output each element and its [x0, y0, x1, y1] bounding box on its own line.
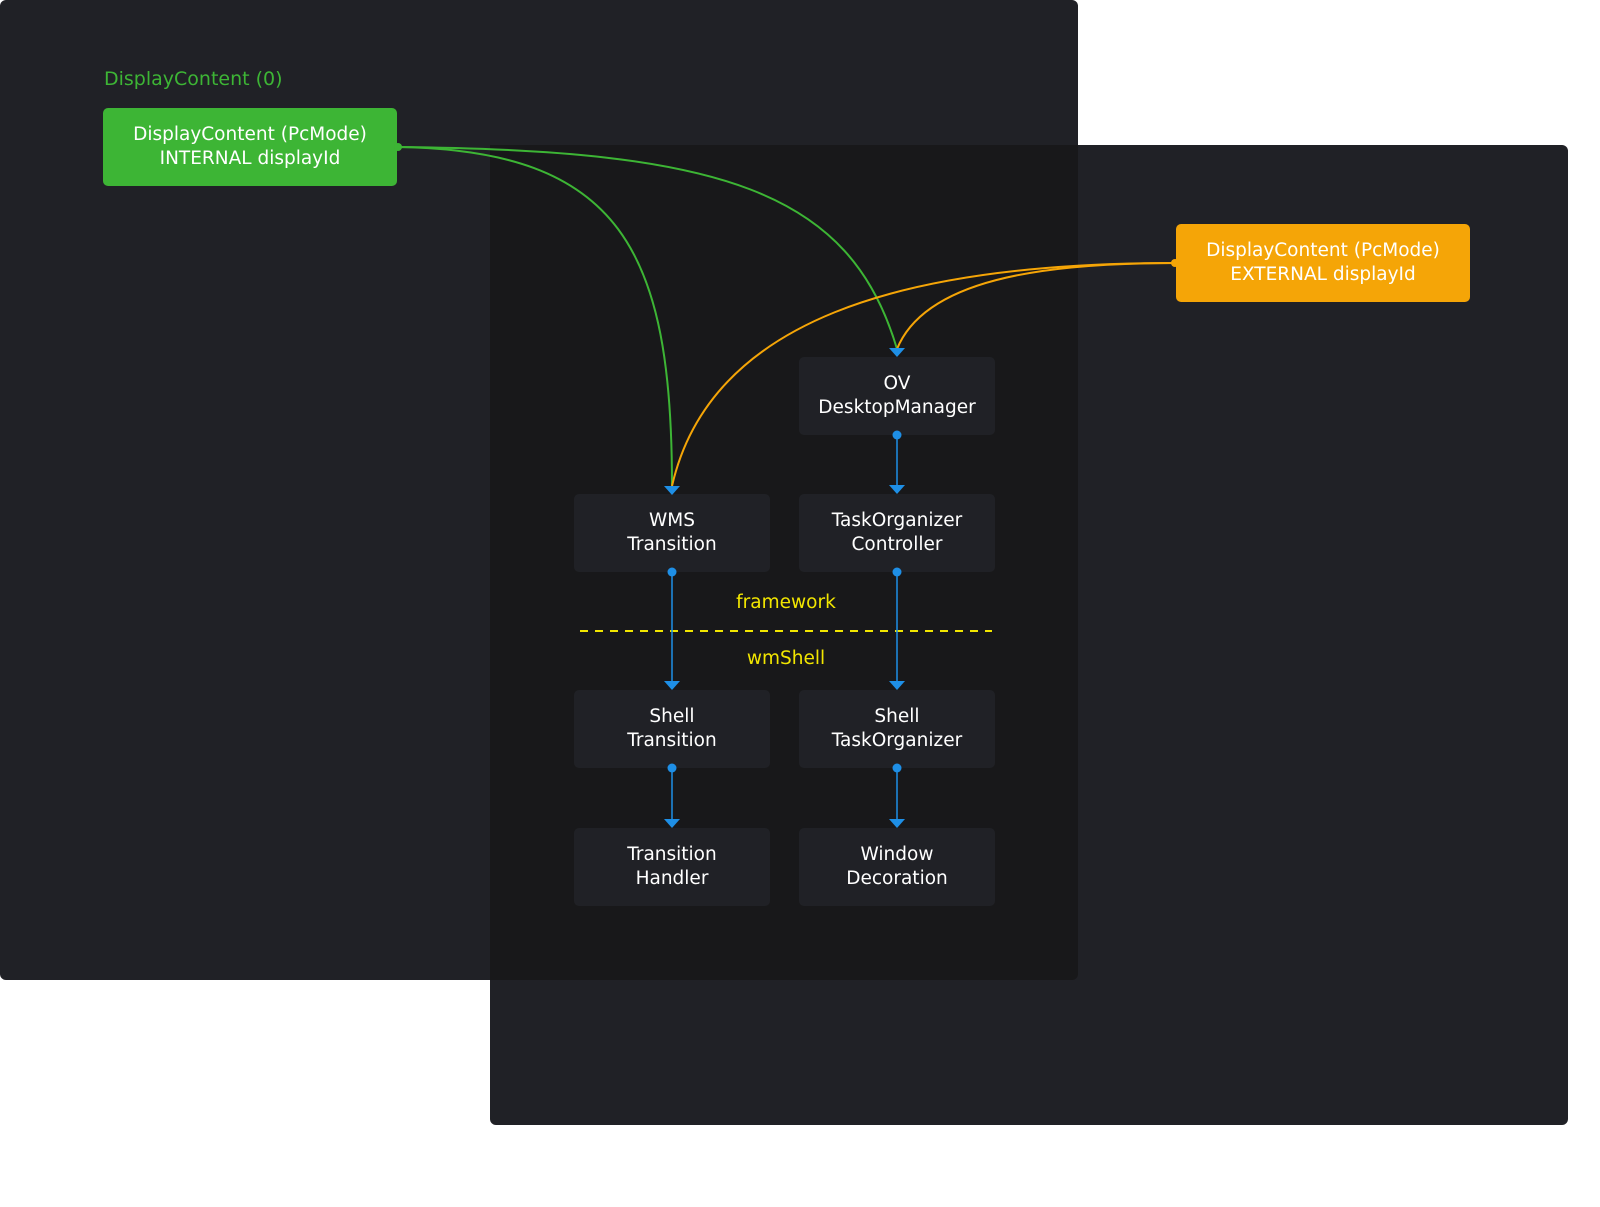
task-organizer-controller-node[interactable]: TaskOrganizer Controller	[799, 494, 995, 572]
wms-transition-node[interactable]: WMS Transition	[574, 494, 770, 572]
framework-layer-label: framework	[736, 592, 836, 613]
shell-task-organizer-node[interactable]: Shell TaskOrganizer	[799, 690, 995, 768]
edge-external-to-ov-desktop-manager	[896, 262, 1177, 350]
wmshell-layer-label: wmShell	[746, 648, 826, 669]
arrowhead-ov-desktop-manager	[889, 348, 905, 357]
internal-display-node[interactable]: DisplayContent (PcMode) INTERNAL display…	[103, 108, 397, 186]
edge-controller-to-shell-task-organizer	[889, 567, 905, 690]
edge-wms-to-shell-transition	[664, 567, 680, 690]
shell-transition-node[interactable]: Shell Transition	[574, 690, 770, 768]
transition-handler-node[interactable]: Transition Handler	[574, 828, 770, 906]
edge-shell-transition-to-transition-handler	[664, 763, 680, 828]
external-display-port	[1171, 259, 1179, 267]
edge-internal-to-wms-transition	[396, 146, 673, 487]
external-display-node[interactable]: DisplayContent (PcMode) EXTERNAL display…	[1176, 224, 1470, 302]
edge-ov-to-task-organizer-controller	[889, 430, 905, 494]
edge-external-to-wms-transition	[671, 262, 1177, 487]
edge-shell-task-organizer-to-window-decoration	[889, 763, 905, 828]
arrowhead-wms-transition	[664, 486, 680, 495]
internal-display-port	[394, 143, 402, 151]
ov-desktop-manager-node[interactable]: OV DesktopManager	[799, 357, 995, 435]
edge-internal-to-ov-desktop-manager	[396, 146, 898, 350]
window-decoration-node[interactable]: Window Decoration	[799, 828, 995, 906]
diagram-title: DisplayContent (0)	[104, 68, 283, 90]
